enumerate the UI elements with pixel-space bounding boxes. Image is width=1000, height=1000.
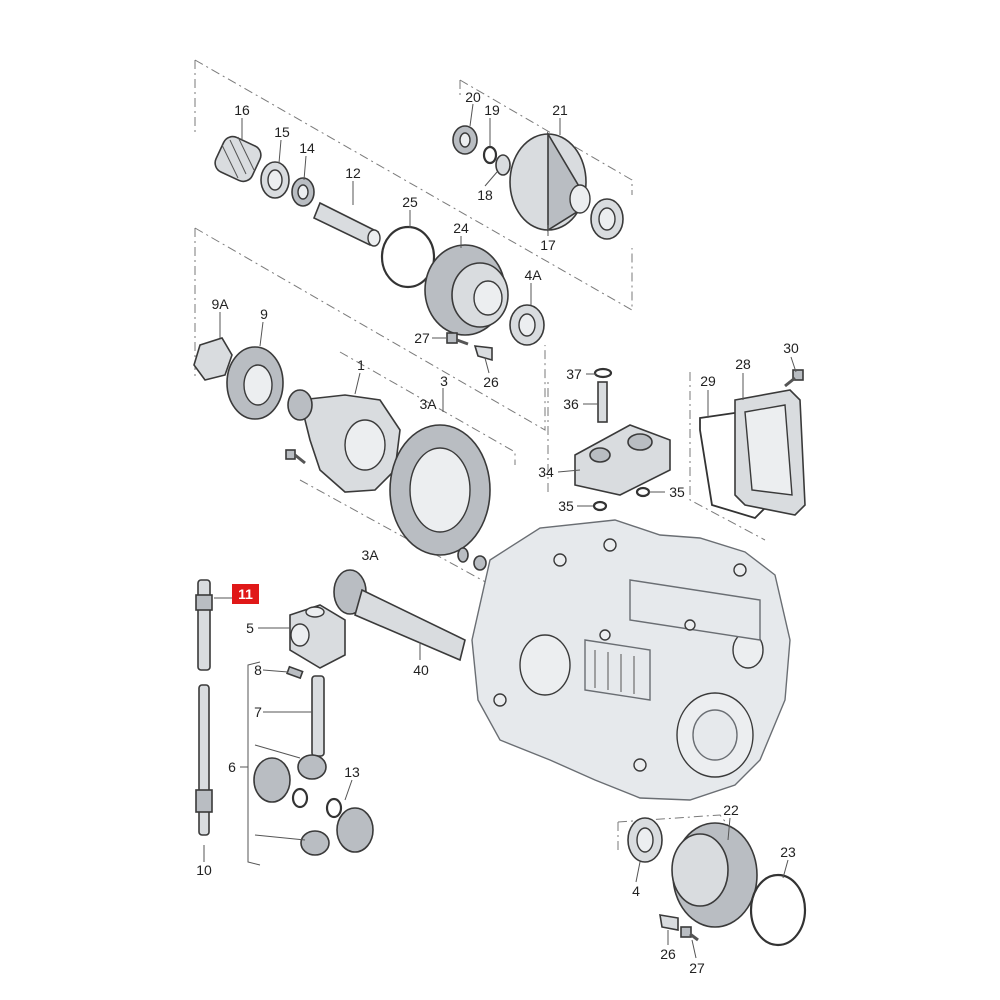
- label-14: 14: [299, 140, 315, 156]
- part-13: [291, 787, 343, 819]
- label-26-top: 26: [483, 374, 499, 390]
- part-1: [287, 389, 401, 493]
- label-9: 9: [260, 306, 268, 322]
- part-10: [195, 684, 213, 836]
- label-3a-bottom: 3A: [361, 547, 379, 563]
- label-11: 11: [238, 586, 253, 602]
- label-26-bottom: 26: [660, 946, 676, 962]
- part-16: [214, 135, 262, 183]
- part-5: [289, 604, 346, 669]
- part-4a: [509, 304, 545, 346]
- part-19: [482, 145, 498, 165]
- part-22: [671, 822, 758, 928]
- part-3: [389, 424, 491, 556]
- label-17: 17: [540, 237, 556, 253]
- label-23: 23: [780, 844, 796, 860]
- label-5: 5: [246, 620, 254, 636]
- part-3a-bolt: [285, 449, 306, 465]
- part-4: [627, 817, 663, 863]
- label-30: 30: [783, 340, 799, 356]
- part-28: [734, 389, 806, 516]
- label-28: 28: [735, 356, 751, 372]
- label-34: 34: [538, 464, 554, 480]
- label-19: 19: [484, 102, 500, 118]
- part-18: [495, 154, 511, 176]
- part-labels: 16 15 14 12 25 24 4A 27 26 20 19 21 18 1…: [196, 89, 799, 976]
- part-36: [597, 381, 608, 423]
- label-20: 20: [465, 89, 481, 105]
- label-3a-top: 3A: [419, 396, 437, 412]
- label-13: 13: [344, 764, 360, 780]
- part-25: [380, 225, 436, 289]
- label-37: 37: [566, 366, 582, 382]
- part-17: [590, 198, 624, 240]
- part-35-right: [635, 486, 651, 498]
- transmission-housing: [471, 519, 791, 801]
- part-9a: [193, 337, 233, 381]
- part-26-bottom: [659, 914, 679, 931]
- part-27-bottom: [680, 926, 699, 942]
- highlight-box: [232, 584, 259, 604]
- part-15: [260, 161, 290, 199]
- part-34: [574, 424, 671, 496]
- part-14: [291, 177, 315, 207]
- part-37: [593, 367, 613, 379]
- part-30: [784, 369, 804, 388]
- label-22: 22: [723, 802, 739, 818]
- label-29: 29: [700, 373, 716, 389]
- label-18: 18: [477, 187, 493, 203]
- part-7: [311, 675, 325, 757]
- highlight-part-11[interactable]: 11: [232, 584, 259, 604]
- label-35-left: 35: [558, 498, 574, 514]
- label-7: 7: [254, 704, 262, 720]
- label-21: 21: [552, 102, 568, 118]
- label-3: 3: [440, 373, 448, 389]
- label-16: 16: [234, 102, 250, 118]
- label-1: 1: [357, 357, 365, 373]
- part-12: [312, 201, 381, 247]
- label-27-top: 27: [414, 330, 430, 346]
- label-24: 24: [453, 220, 469, 236]
- label-8: 8: [254, 662, 262, 678]
- part-26-top: [473, 345, 493, 362]
- leader-lines: [203, 103, 797, 959]
- part-3a-bottom: [457, 547, 487, 571]
- part-35-left: [592, 500, 608, 512]
- part-21: [509, 131, 591, 232]
- label-40: 40: [413, 662, 429, 678]
- part-23: [749, 873, 807, 947]
- label-10: 10: [196, 862, 212, 878]
- label-12: 12: [345, 165, 361, 181]
- label-36: 36: [563, 396, 579, 412]
- part-11: [195, 579, 213, 671]
- label-9a: 9A: [211, 296, 229, 312]
- part-27-top: [446, 332, 469, 346]
- part-8: [286, 665, 304, 680]
- label-4a: 4A: [524, 267, 542, 283]
- label-35-right: 35: [669, 484, 685, 500]
- label-15: 15: [274, 124, 290, 140]
- part-6: [253, 754, 374, 856]
- part-20: [452, 125, 478, 155]
- label-6: 6: [228, 759, 236, 775]
- label-25: 25: [402, 194, 418, 210]
- part-40: [333, 569, 466, 662]
- part-9: [226, 346, 284, 420]
- part-24: [424, 244, 509, 336]
- label-4: 4: [632, 883, 640, 899]
- label-27-bottom: 27: [689, 960, 705, 976]
